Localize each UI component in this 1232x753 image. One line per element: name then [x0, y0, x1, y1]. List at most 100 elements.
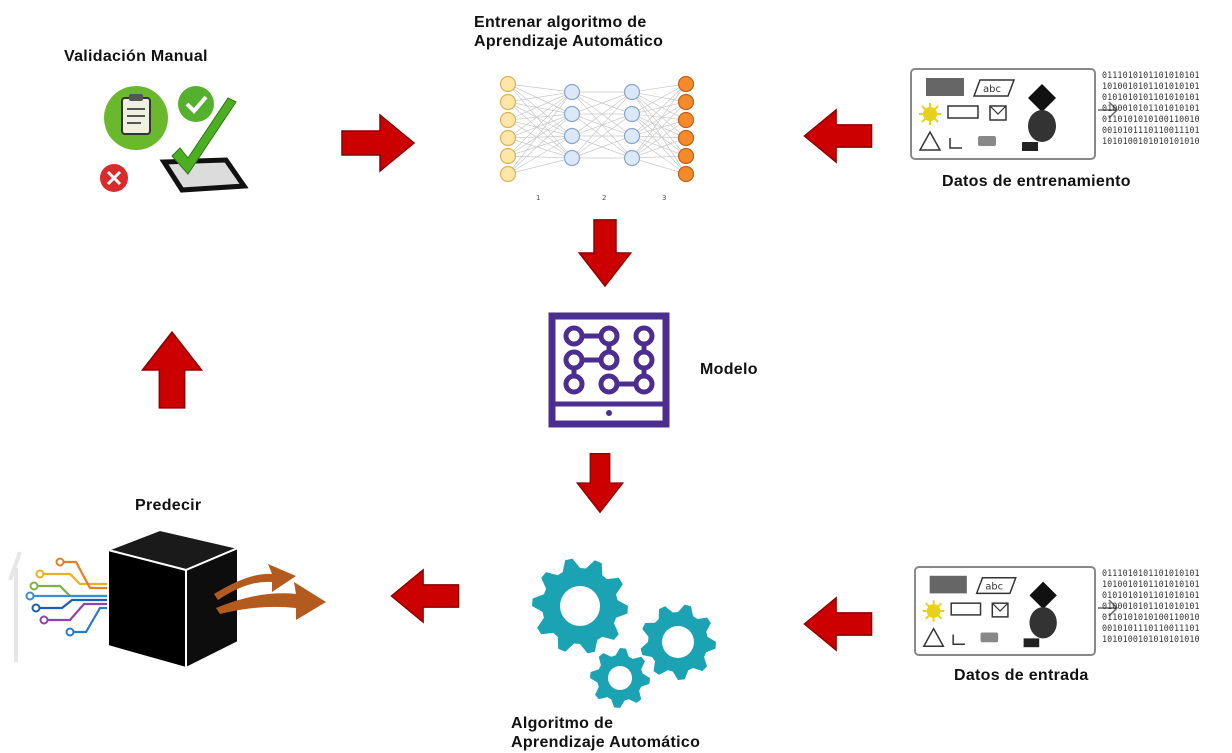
manual-validation-icon: [100, 86, 249, 193]
checkbox-tray: [159, 157, 249, 193]
nn-connection: [507, 83, 573, 93]
nn-connection: [631, 91, 687, 175]
nn-connection: [507, 83, 573, 137]
nn-connection: [507, 101, 573, 115]
nn-node: [623, 149, 641, 167]
predict-label: Predecir: [135, 497, 202, 514]
cube-side: [185, 546, 239, 670]
nn-connection: [631, 157, 687, 175]
nn-connection: [631, 83, 687, 115]
red-arrow-shape: [803, 596, 873, 652]
nn-connection: [631, 113, 687, 157]
nn-connection: [507, 157, 573, 175]
nn-connection: [507, 101, 573, 137]
prediction-arrow-lower: [216, 582, 326, 620]
nn-connection: [631, 91, 687, 121]
nn-connection: [631, 119, 687, 137]
nn-node: [623, 105, 641, 123]
manual-validation-label: Validación Manual: [64, 48, 208, 65]
model-icon: [548, 312, 670, 428]
arrow-input-data-to-algorithm: [803, 596, 873, 652]
nn-connection: [507, 137, 573, 159]
red-arrow-shape: [577, 219, 633, 288]
red-arrow-shape: [140, 330, 204, 409]
nn-connection: [631, 91, 687, 157]
nn-connection: [631, 91, 687, 103]
nn-connection: [631, 135, 687, 139]
nn-connection: [507, 135, 573, 175]
nn-node: [677, 75, 695, 93]
nn-node: [677, 93, 695, 111]
nn-connection: [631, 113, 687, 121]
nn-node: [499, 111, 517, 129]
data-arrow: [1098, 101, 1119, 119]
nn-connection: [631, 135, 687, 175]
nn-connection: [631, 135, 687, 157]
red-arrow-shape: [575, 453, 625, 514]
nn-node: [563, 83, 581, 101]
nn-connection: [631, 101, 687, 159]
nn-connection: [507, 155, 573, 159]
nn-connection: [571, 91, 633, 159]
ml-algorithm-label-line1: Algoritmo de: [511, 715, 614, 732]
nn-connection: [507, 83, 573, 115]
arrow-train-to-model: [577, 219, 633, 288]
nn-connection: [507, 113, 573, 121]
data-symbols-box: abc: [914, 566, 1096, 656]
nn-connection: [571, 135, 633, 159]
nn-connection: [571, 91, 633, 137]
red-arrow-shape: [390, 568, 460, 624]
nn-connection: [631, 101, 687, 137]
nn-connection: [507, 91, 573, 139]
nn-node: [623, 127, 641, 145]
data-arrow: [1098, 599, 1119, 617]
nn-node: [499, 93, 517, 111]
train-algorithm-label-line2: Aprendizaje Automático: [474, 33, 664, 50]
nn-node: [677, 111, 695, 129]
red-arrow-shape: [341, 113, 416, 173]
nn-node: [499, 129, 517, 147]
binary-text: 0111010101101010101 1010010101101010101 …: [1102, 568, 1200, 644]
nn-node: [677, 147, 695, 165]
nn-node: [499, 147, 517, 165]
prediction-arrow-upper: [214, 564, 296, 600]
nn-connection: [507, 113, 573, 175]
nn-connection: [571, 113, 633, 159]
nn-connection: [631, 83, 687, 137]
small-check-icon: [178, 86, 214, 122]
nn-node: [563, 127, 581, 145]
arrow-algorithm-to-predict: [390, 568, 460, 624]
nn-layer-label: 2: [602, 194, 606, 202]
nn-connection: [507, 91, 573, 157]
big-check-icon: [171, 97, 237, 175]
arrow-model-to-algorithm: [575, 453, 625, 514]
nn-node: [677, 129, 695, 147]
abc-text: abc: [983, 84, 1001, 95]
input-data-label: Datos de entrada: [954, 667, 1089, 684]
nn-connection: [507, 135, 573, 157]
prediction-blackbox-icon: [8, 528, 326, 670]
training-data-label: Datos de entrenamiento: [942, 173, 1131, 190]
nn-connection: [631, 101, 687, 115]
nn-connection: [631, 137, 687, 159]
gear-icon: [640, 604, 716, 680]
nn-connection: [507, 135, 573, 139]
nn-connection: [507, 91, 573, 103]
abc-text: abc: [985, 581, 1003, 592]
nn-connection: [631, 113, 687, 175]
train-algorithm-label-line1: Entrenar algoritmo de: [474, 14, 647, 31]
nn-node: [563, 105, 581, 123]
arrow-training-data-to-train: [803, 108, 873, 164]
nn-node: [677, 165, 695, 183]
nn-connection: [507, 113, 573, 157]
nn-connection: [631, 83, 687, 159]
gears-icon: [532, 558, 716, 708]
nn-layer-label: 3: [662, 194, 666, 202]
nn-connection: [507, 91, 573, 121]
training-data-panel: abc 0111010101101010101 1010010101101010…: [910, 68, 1232, 160]
nn-connection: [507, 113, 573, 139]
nn-connection: [631, 119, 687, 159]
nn-connection: [507, 119, 573, 137]
nn-connection: [507, 119, 573, 159]
